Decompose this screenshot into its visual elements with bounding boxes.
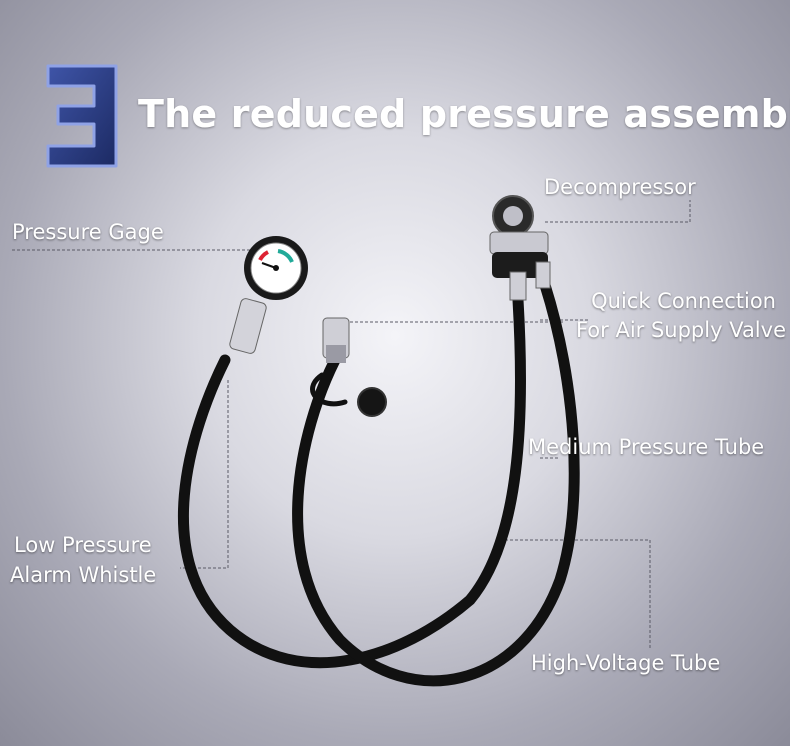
label-pressure-gage: Pressure Gage [12,220,164,244]
label-high-voltage-tube: High-Voltage Tube [531,651,721,675]
label-decompressor: Decompressor [544,175,696,199]
label-low-pressure-1: Low Pressure [14,533,152,557]
regulator [489,195,551,301]
section-number: 3 [44,62,124,174]
label-quick-connection-1: Quick Connection [591,289,776,313]
cap-strap [310,372,348,407]
quick-connector [322,317,387,417]
label-low-pressure-2: Alarm Whistle [10,563,157,587]
left-hose [177,294,527,669]
label-quick-connection-2: For Air Supply Valve [575,318,786,342]
page-title: The reduced pressure assembly [138,92,790,136]
right-hose [292,279,580,687]
pressure-gauge [229,236,308,354]
hoses [177,279,580,687]
label-medium-pressure-tube: Medium Pressure Tube [528,435,765,459]
